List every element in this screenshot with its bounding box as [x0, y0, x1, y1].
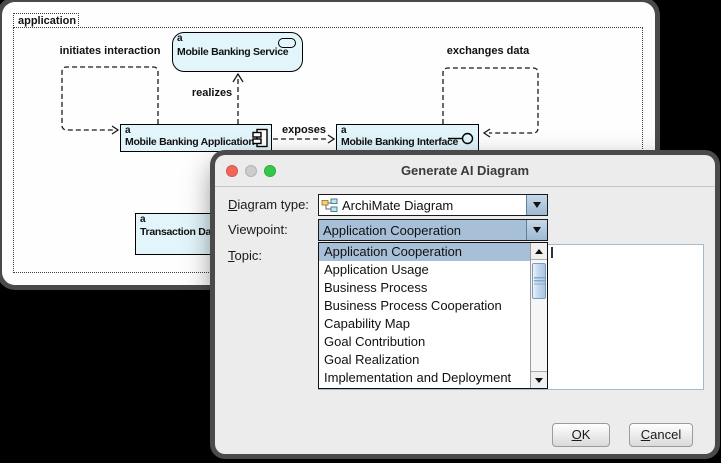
dropdown-option-application-usage[interactable]: Application Usage: [324, 262, 429, 277]
viewpoint-dropdown-button[interactable]: [526, 220, 547, 240]
node-label: Mobile Banking Service: [177, 46, 289, 58]
relationship-lines: [61, 66, 539, 144]
node-mobile-banking-interface[interactable]: a Mobile Banking Interface: [336, 124, 479, 152]
text-caret: [551, 247, 553, 258]
chevron-up-icon: [535, 248, 543, 254]
dropdown-options: Application Cooperation Application Usag…: [319, 243, 530, 388]
dropdown-option-business-process[interactable]: Business Process: [324, 280, 428, 295]
interface-circle-icon: [448, 132, 474, 145]
diagram-type-value: ArchiMate Diagram: [342, 197, 454, 213]
chevron-down-icon: [533, 202, 541, 208]
mnemonic: D: [228, 197, 238, 212]
group-label-application: application: [13, 13, 79, 28]
viewpoint-value: Application Cooperation: [323, 222, 462, 238]
label-rest: ancel: [650, 427, 682, 442]
relationship-label-realizes: realizes: [191, 87, 233, 99]
mnemonic: C: [640, 427, 651, 442]
node-label: Transaction Data: [140, 226, 220, 238]
ok-button[interactable]: OK: [552, 423, 610, 447]
mnemonic: T: [228, 248, 235, 263]
generate-ai-diagram-dialog: Generate AI Diagram Diagram type: ArchiM…: [215, 155, 715, 454]
service-pill-icon: [278, 38, 296, 48]
diagram-type-combobox[interactable]: ArchiMate Diagram: [318, 194, 548, 216]
dropdown-scrollbar[interactable]: [530, 243, 547, 388]
label-rest: K: [581, 427, 591, 442]
archimate-diagram-icon: [321, 198, 338, 212]
viewpoint-dropdown-list: Application Cooperation Application Usag…: [318, 242, 548, 389]
viewpoint-combobox[interactable]: Application Cooperation: [318, 219, 548, 241]
node-badge: a: [125, 125, 131, 136]
zoom-icon[interactable]: [264, 165, 276, 177]
minimize-icon[interactable]: [245, 165, 257, 177]
cancel-button[interactable]: Cancel: [629, 423, 693, 447]
dropdown-option-goal-contribution[interactable]: Goal Contribution: [324, 334, 426, 349]
close-icon[interactable]: [226, 165, 238, 177]
relationship-label-exposes: exposes: [281, 124, 327, 136]
dialog-title: Generate AI Diagram: [400, 163, 530, 178]
diagram-type-label: Diagram type:: [228, 197, 309, 212]
dropdown-option-goal-realization[interactable]: Goal Realization: [324, 352, 420, 367]
viewpoint-label: Viewpoint:: [228, 222, 288, 237]
relationship-label-exchanges-data: exchanges data: [446, 45, 530, 57]
dropdown-option-application-cooperation[interactable]: Application Cooperation: [319, 243, 530, 261]
window-controls: [226, 165, 276, 177]
dialog-titlebar[interactable]: Generate AI Diagram: [215, 155, 715, 187]
relationship-label-initiates-interaction: initiates interaction: [59, 45, 161, 57]
grip-icon: [533, 277, 545, 285]
scroll-up-button[interactable]: [531, 243, 547, 260]
node-label: Mobile Banking Application: [125, 136, 255, 148]
node-mobile-banking-service[interactable]: a Mobile Banking Service: [172, 32, 303, 72]
mnemonic: O: [571, 427, 582, 442]
component-icon: [252, 128, 268, 148]
node-label: Mobile Banking Interface: [341, 136, 459, 148]
dropdown-option-capability-map[interactable]: Capability Map: [324, 316, 410, 331]
scrollbar-thumb[interactable]: [532, 263, 546, 299]
dropdown-option-implementation-and-deployment[interactable]: Implementation and Deployment: [324, 370, 512, 385]
diagram-type-dropdown-button[interactable]: [526, 195, 547, 215]
node-badge: a: [140, 214, 146, 225]
chevron-down-icon: [533, 227, 541, 233]
scroll-down-button[interactable]: [531, 371, 547, 388]
dropdown-option-business-process-cooperation[interactable]: Business Process Cooperation: [324, 298, 502, 313]
node-badge: a: [341, 125, 347, 136]
chevron-down-icon: [535, 377, 543, 383]
node-mobile-banking-application[interactable]: a Mobile Banking Application: [120, 124, 272, 152]
node-badge: a: [177, 33, 183, 44]
label-rest: iagram type:: [237, 197, 309, 212]
topic-label: Topic:: [228, 248, 262, 263]
label-rest: opic:: [234, 248, 262, 263]
